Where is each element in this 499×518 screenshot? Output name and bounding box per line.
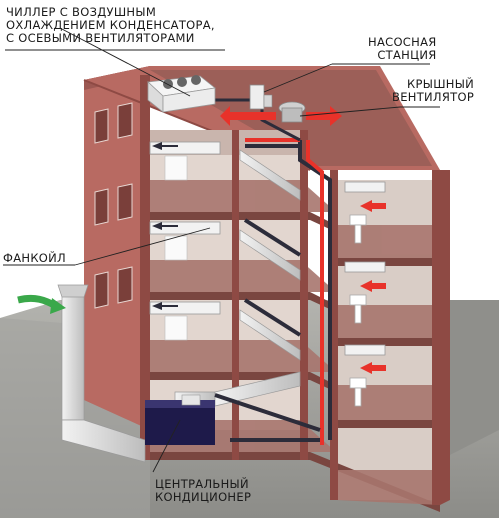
sinks [349, 214, 367, 407]
facade-windows [94, 102, 133, 309]
fancoil-label: ФАНКОЙЛ [3, 252, 66, 265]
fresh-air-arrow [17, 294, 66, 314]
air-ducts [57, 149, 301, 463]
right-facade-wall [440, 170, 450, 505]
pump-station-label: НАСОСНАЯ СТАНЦИЯ [368, 36, 437, 62]
supply-air-arrows [152, 142, 178, 310]
chiller-label-line3: С ОСЕВЫМИ ВЕНТИЛЯТОРАМИ [6, 31, 195, 45]
central-ac-label-line2: КОНДИЦИОНЕР [155, 490, 252, 504]
roof-fan-label: КРЫШНЫЙ ВЕНТИЛЯТОР [392, 78, 474, 104]
fancoil-label-line1: ФАНКОЙЛ [3, 251, 66, 265]
pump-station-label-line2: СТАНЦИЯ [377, 48, 437, 62]
central-ac-label-line1: ЦЕНТРАЛЬНЫЙ [155, 477, 249, 491]
chiller-unit [147, 75, 216, 113]
roof-fan [278, 101, 306, 123]
roof-fan-label-line1: КРЫШНЫЙ [407, 77, 475, 91]
left-facade-wall [84, 66, 150, 430]
pump-station [249, 84, 273, 110]
chiller-label-line1: ЧИЛЛЕР С ВОЗДУШНЫМ [6, 5, 157, 19]
chiller-label-line2: ОХЛАЖДЕНИЕМ КОНДЕНСАТОРА, [6, 18, 215, 32]
central-ac-label: ЦЕНТРАЛЬНЫЙ КОНДИЦИОНЕР [155, 478, 251, 504]
pump-station-label-line1: НАСОСНАЯ [368, 35, 437, 49]
label-leader-lines [3, 27, 440, 473]
chilled-water-pipes [200, 98, 332, 445]
chiller-label: ЧИЛЛЕР С ВОЗДУШНЫМ ОХЛАЖДЕНИЕМ КОНДЕНСАТ… [6, 6, 215, 45]
exhaust-air-arrows [220, 106, 386, 374]
building-columns [140, 75, 440, 505]
central-air-conditioner [145, 394, 215, 445]
roof-fan-label-line2: ВЕНТИЛЯТОР [392, 90, 475, 104]
